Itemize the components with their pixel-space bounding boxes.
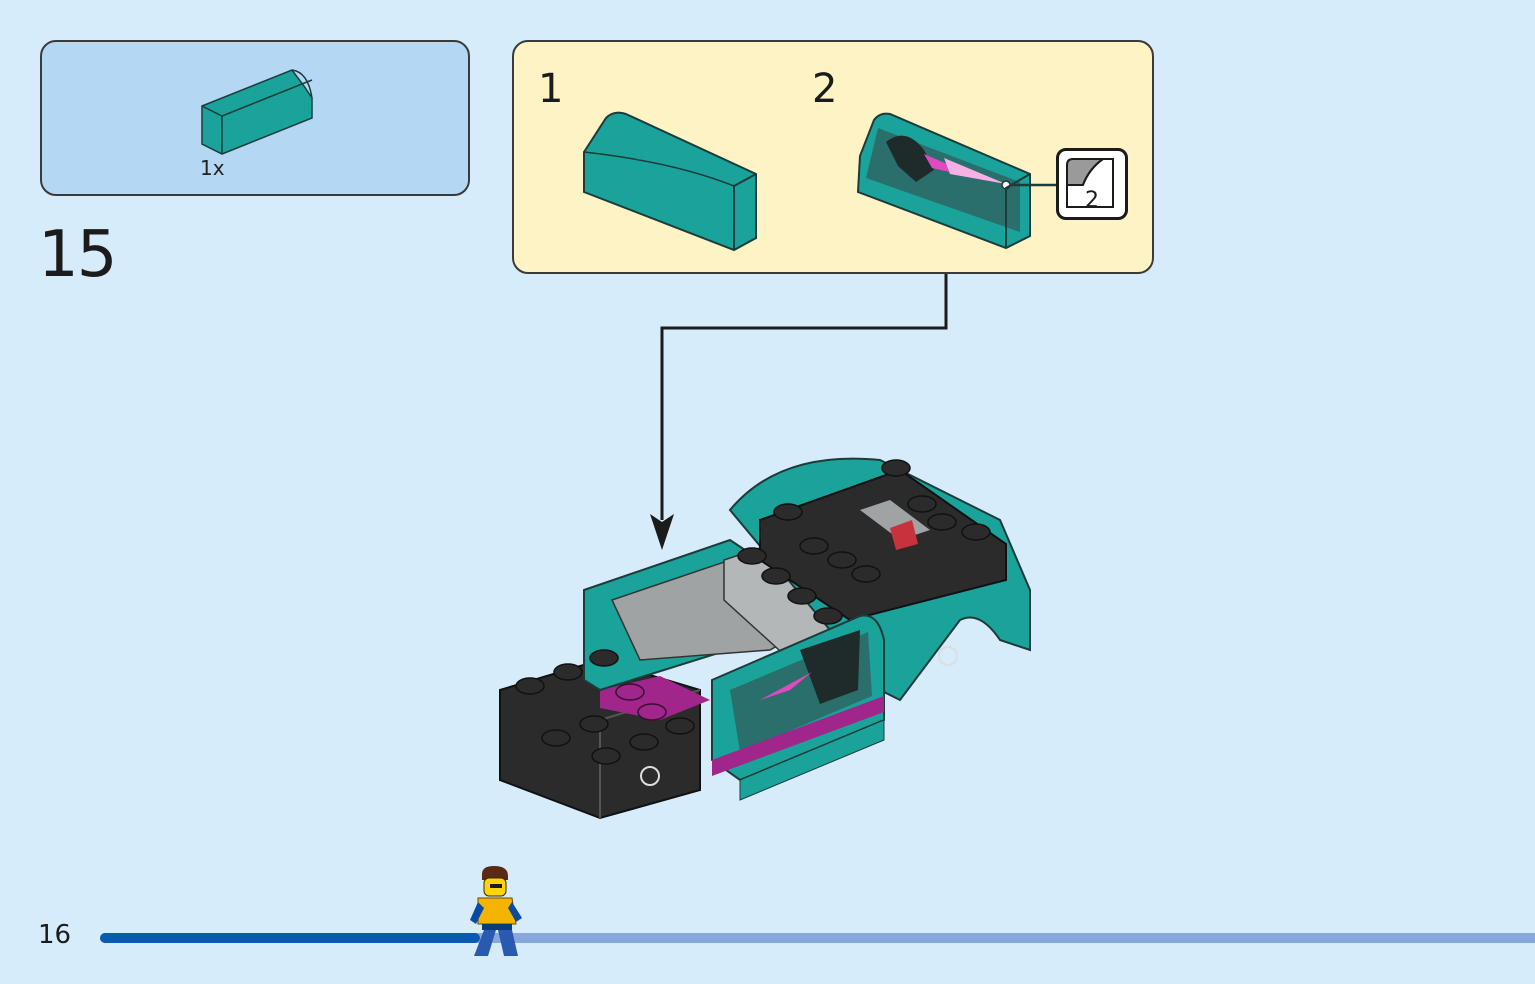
sub-step-2-label: 2 (812, 66, 838, 112)
page-number: 16 (38, 920, 72, 950)
sticker-sheet-icon (1066, 158, 1114, 208)
curved-brick-icon (583, 111, 757, 252)
sub-assembly-callout: 1 2 2 (512, 40, 1154, 274)
progress-bar (100, 933, 1535, 943)
sticker-indicator: 2 (1056, 148, 1128, 220)
part-quantity: 1x (200, 156, 225, 180)
teal-curved-brick-icon (201, 69, 313, 155)
minifigure-progress-icon (470, 866, 522, 956)
step-number: 15 (38, 218, 117, 292)
parts-list-box: 1x (40, 40, 470, 196)
progress-bar-fill (100, 933, 481, 943)
sub-step-1-label: 1 (538, 66, 564, 112)
sticker-number: 2 (1085, 188, 1099, 213)
dragon-sticker-brick-icon (856, 112, 1060, 250)
